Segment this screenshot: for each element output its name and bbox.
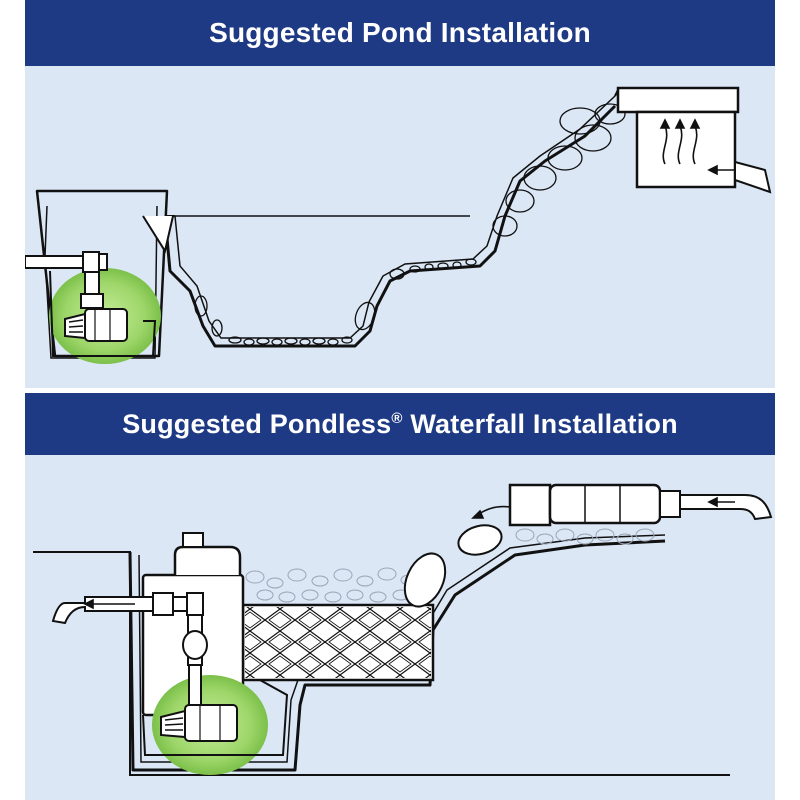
stones-icon xyxy=(246,529,654,602)
ground-line xyxy=(33,552,730,775)
pond-diagram xyxy=(25,66,775,364)
pondless-diagram xyxy=(25,455,775,800)
flow-arrow-icon xyxy=(659,118,737,176)
pondless-installation-banner: Suggested Pondless® Waterfall Installati… xyxy=(25,393,775,455)
pipe-icon xyxy=(53,593,207,705)
pondless-title-end: Waterfall Installation xyxy=(402,408,678,439)
excavation-outline xyxy=(130,541,665,770)
pipe-icon xyxy=(680,495,771,519)
vault-icon xyxy=(50,271,155,356)
pond-installation-title: Suggested Pond Installation xyxy=(209,17,591,48)
pond-installation-banner: Suggested Pond Installation xyxy=(25,0,775,66)
flow-arrow-icon xyxy=(471,496,735,519)
matrix-pattern xyxy=(245,607,431,678)
pipe-icon xyxy=(735,162,770,192)
pump-icon xyxy=(161,705,237,741)
pondless-installation-title: Suggested Pondless® Waterfall Installati… xyxy=(122,409,678,440)
pond-basin-inner xyxy=(175,96,615,338)
pond-basin xyxy=(165,106,615,346)
pond-installation-panel: Suggested Pond Installation xyxy=(25,0,775,388)
pipe-icon xyxy=(25,252,107,308)
pondless-title-start: Suggested Pondless xyxy=(122,408,392,439)
pondless-installation-panel: Suggested Pondless® Waterfall Installati… xyxy=(25,393,775,800)
waterfall-box-icon xyxy=(510,485,680,525)
waterfall-box-icon xyxy=(615,88,738,187)
flow-arrow-icon xyxy=(83,598,135,610)
vault-base xyxy=(143,680,287,755)
pump-icon xyxy=(65,309,127,341)
registered-mark: ® xyxy=(391,409,403,427)
stones-icon xyxy=(397,521,505,613)
stones-icon xyxy=(195,104,625,345)
